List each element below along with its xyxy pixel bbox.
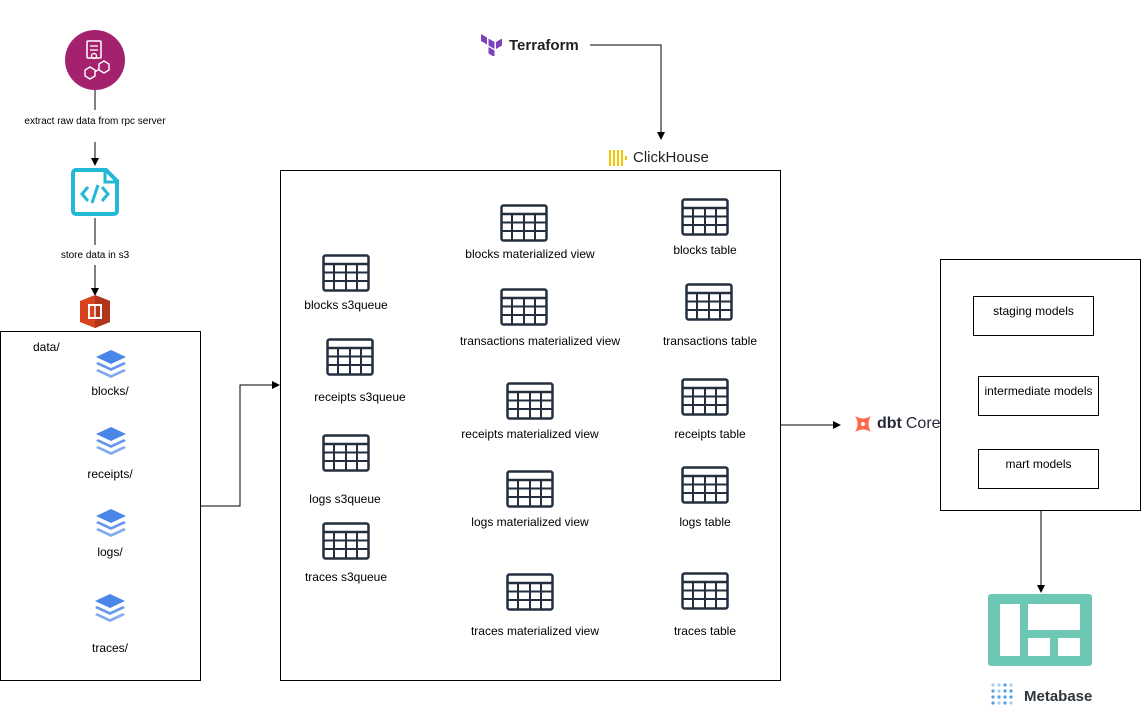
- metabase-name: Metabase: [1024, 687, 1093, 705]
- table-icon: [326, 338, 374, 376]
- layers-icon: [93, 592, 127, 624]
- model-label: intermediate models: [984, 384, 1093, 398]
- table-icon: [681, 466, 729, 504]
- table-icon: [506, 382, 554, 420]
- s3queue-label: logs s3queue: [309, 492, 381, 506]
- table-label: receipts table: [674, 427, 746, 441]
- model-box: mart models: [978, 449, 1099, 489]
- table-icon: [506, 470, 554, 508]
- materialized-view-label: traces materialized view: [470, 624, 600, 638]
- materialized-view-label: transactions materialized view: [459, 334, 621, 348]
- dbt-core-logo: dbt Core: [853, 414, 941, 434]
- folder-label: traces/: [91, 641, 129, 655]
- layers-icon: [94, 507, 128, 539]
- extract-rpc-icon: [65, 30, 125, 90]
- code-file-icon: [71, 167, 121, 217]
- clickhouse-icon: [609, 149, 627, 166]
- model-box: intermediate models: [978, 376, 1099, 416]
- layers-icon: [94, 348, 128, 380]
- model-label: mart models: [1005, 457, 1072, 471]
- materialized-view-label: receipts materialized view: [461, 427, 599, 441]
- s3queue-label: blocks s3queue: [304, 298, 388, 312]
- folder-label: logs/: [97, 545, 123, 559]
- materialized-view-label: blocks materialized view: [465, 247, 595, 261]
- table-icon: [322, 522, 370, 560]
- s3queue-label: receipts s3queue: [314, 390, 406, 404]
- s3-data-container: data/: [0, 331, 201, 681]
- terraform-logo: Terraform: [481, 34, 579, 56]
- table-icon: [685, 283, 733, 321]
- materialized-view-label: logs materialized view: [471, 515, 589, 529]
- table-icon: [506, 573, 554, 611]
- dbt-icon: [855, 416, 871, 432]
- terraform-name: Terraform: [509, 36, 579, 54]
- table-icon: [681, 378, 729, 416]
- data-root-label: data/: [33, 340, 60, 354]
- s3-bucket-icon: [80, 295, 110, 328]
- layers-icon: [94, 425, 128, 457]
- dbt-core-name: Core: [905, 415, 941, 432]
- store-label: store data in s3: [60, 250, 130, 261]
- table-label: logs table: [679, 515, 731, 529]
- table-icon: [681, 198, 729, 236]
- clickhouse-name: ClickHouse: [633, 149, 709, 166]
- metabase-logo: Metabase: [990, 682, 1092, 710]
- metabase-dashboard-icon: [988, 594, 1092, 666]
- terraform-icon: [481, 34, 502, 56]
- extract-label: extract raw data from rpc server: [24, 116, 166, 127]
- clickhouse-logo: ClickHouse: [609, 149, 709, 166]
- model-box: staging models: [973, 296, 1094, 336]
- dbt-name: dbt: [877, 415, 902, 432]
- table-icon: [322, 434, 370, 472]
- metabase-icon: [991, 683, 1013, 705]
- table-label: traces table: [673, 624, 737, 638]
- table-icon: [322, 254, 370, 292]
- model-label: staging models: [993, 304, 1074, 318]
- table-icon: [681, 572, 729, 610]
- folder-label: receipts/: [87, 467, 133, 481]
- s3queue-label: traces s3queue: [304, 570, 388, 584]
- table-icon: [500, 288, 548, 326]
- folder-label: blocks/: [91, 384, 129, 398]
- table-label: transactions table: [662, 334, 758, 348]
- table-label: blocks table: [673, 243, 737, 257]
- table-icon: [500, 204, 548, 242]
